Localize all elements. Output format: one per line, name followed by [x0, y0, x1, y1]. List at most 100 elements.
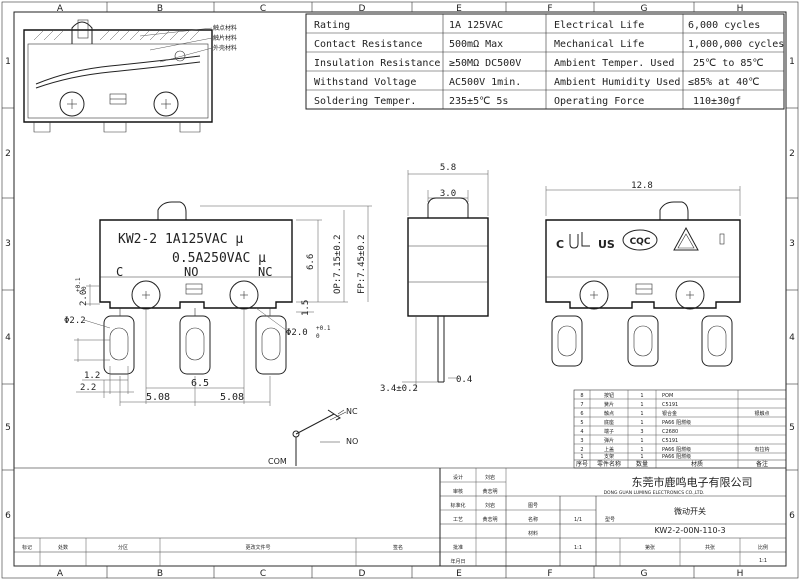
- row-label-3-left: 3: [5, 239, 11, 249]
- right-view: 12.8 C US CQC: [545, 181, 741, 367]
- col-label-f-bottom: F: [547, 569, 552, 579]
- col-label-c-top: C: [260, 4, 266, 14]
- bom-r2-c0: 6: [580, 411, 583, 417]
- grid-row-labels: 1 2 3 4 5 6 1 2 3 4 5 6: [2, 57, 798, 521]
- bom-r4-c2: 3: [640, 429, 643, 435]
- col-label-g-top: G: [641, 4, 648, 14]
- cqc-logo-icon: [622, 229, 658, 251]
- bom-r2-c2: 1: [640, 411, 643, 417]
- bom-r5-c3: C5191: [662, 438, 678, 444]
- part-number: KW2-2-00N-110-3: [654, 526, 725, 535]
- tb-role-1: 刘岩: [485, 474, 495, 481]
- company-name-en: DONG GUAN LUMING ELECTRONICS CO.,LTD.: [604, 490, 705, 496]
- col-label-d-top: D: [359, 4, 366, 14]
- right-dim-12-8: 12.8: [631, 181, 653, 191]
- spec-r1-c2: Mechanical Life: [554, 39, 644, 50]
- spec-r0-c2: Electrical Life: [554, 20, 644, 31]
- spec-r2-c2: Ambient Temper. Used: [554, 58, 674, 69]
- spec-r4-c2: Operating Force: [554, 96, 644, 107]
- side-dim-3-0: 3.0: [440, 189, 456, 199]
- triangle-mark-icon: [673, 226, 699, 251]
- cutaway-label-3: 外壳材料: [213, 44, 237, 52]
- front-marking-line2: 0.5A250VAC μ: [172, 251, 266, 266]
- bom-r0-c2: 1: [640, 393, 643, 399]
- row-label-6-right: 6: [789, 511, 795, 521]
- side-dim-5-8: 5.8: [440, 163, 456, 173]
- tb-left-row-1: 设计: [453, 474, 463, 481]
- schematic-no: NO: [346, 437, 358, 446]
- dim-fp: FP:7.45±0.2: [357, 234, 367, 294]
- col-label-b-top: B: [157, 4, 163, 14]
- spec-r3-c3: ≤85% at 40℃: [688, 77, 759, 88]
- dim-hole-left: Φ2.2: [64, 316, 86, 326]
- col-label-f-top: F: [547, 4, 552, 14]
- col-label-h-top: H: [737, 4, 744, 14]
- bom-table: 8 按钮 1 POM 7 簧片 1 C5191 6 触点 1 银合金 银触点 5…: [573, 389, 787, 469]
- tb-mid-label-4: 材料: [528, 530, 538, 537]
- spec-r4-c0: Soldering Temper.: [314, 96, 416, 107]
- tb-bottom-3: 分区: [118, 544, 128, 551]
- bom-r3-c1: 底座: [604, 419, 614, 426]
- title-block: 东莞市鹿鸣电子有限公司 DONG GUAN LUMING ELECTRONICS…: [13, 467, 787, 567]
- spec-table: Rating 1A 125VAC Electrical Life 6,000 c…: [305, 13, 785, 110]
- row-label-3-right: 3: [789, 239, 795, 249]
- col-label-c-bottom: C: [260, 569, 266, 579]
- col-label-e-top: E: [456, 4, 462, 14]
- spec-r4-c3: 110±30gf: [693, 96, 741, 107]
- grid-column-labels: A B C D E F G H A B C D E F G H: [57, 2, 743, 579]
- tb-sheet-1: 第张: [645, 544, 655, 551]
- bom-r5-c0: 3: [580, 438, 583, 444]
- schematic-com: COM: [268, 457, 287, 466]
- spec-r1-c1: 500mΩ Max: [449, 39, 503, 50]
- bom-r5-c2: 1: [640, 438, 643, 444]
- dim-5-08-a: 5.08: [146, 392, 170, 403]
- ul-logo-icon: [569, 232, 590, 249]
- dim-op: OP:7.15±0.2: [333, 234, 343, 294]
- bom-r4-c0: 4: [580, 429, 583, 435]
- bom-r5-c1: 弹片: [604, 437, 614, 444]
- front-marking-line1: KW2-2 1A125VAC μ: [118, 232, 243, 247]
- bom-r2-c1: 触点: [604, 410, 614, 417]
- bom-r0-c3: POM: [662, 393, 673, 399]
- bom-r3-c0: 5: [580, 420, 583, 426]
- tb-mid-value-2: 1:1: [574, 545, 582, 551]
- bom-header-remark: 备注: [756, 460, 768, 468]
- tb-sheet-2: 共张: [705, 544, 715, 551]
- tb-mid-label-1: 图号: [528, 503, 538, 509]
- spec-r3-c2: Ambient Humidity Used: [554, 77, 680, 88]
- side-dim-thickness: 0.4: [456, 375, 472, 385]
- row-label-2-left: 2: [5, 149, 11, 159]
- dim-2-0-tol-zero: 0: [81, 286, 88, 290]
- tb-role-2: 黄志明: [482, 488, 497, 495]
- bom-r7-c2: 1: [640, 454, 643, 460]
- side-dim-pin: 3.4±0.2: [380, 384, 418, 394]
- tb-role-3: 刘岩: [485, 502, 495, 509]
- cert-c-mark: C: [556, 238, 564, 251]
- col-label-b-bottom: B: [157, 569, 163, 579]
- row-label-5-left: 5: [5, 423, 11, 433]
- spec-r4-c1: 235±5℃ 5s: [449, 96, 508, 107]
- tb-bottom-6: 年月日: [450, 558, 465, 565]
- bom-r6-c0: 2: [580, 447, 583, 453]
- bom-header-name: 零件名称: [597, 460, 621, 468]
- bom-r6-c4: 有拉钩: [754, 446, 769, 453]
- cert-cqc-mark: CQC: [630, 237, 651, 247]
- bom-r3-c2: 1: [640, 420, 643, 426]
- tb-mid-label-3: 型号: [605, 516, 615, 523]
- tb-bottom-2: 处数: [58, 544, 68, 551]
- tb-sheet-3: 比例: [758, 544, 768, 551]
- bom-r4-c3: C2680: [662, 429, 678, 435]
- bom-r0-c0: 8: [580, 393, 583, 399]
- cutaway-label-1: 触点材料: [213, 24, 237, 32]
- front-terminal-c: C: [116, 265, 123, 279]
- dim-1-2: 1.2: [84, 371, 100, 381]
- tb-bottom-5: 签名: [393, 544, 403, 551]
- tb-bottom-4: 更改文件号: [245, 544, 270, 551]
- cert-us-mark: US: [598, 238, 615, 251]
- tb-mid-value-1: 1/1: [574, 517, 582, 523]
- spec-r1-c3: 1,000,000 cycles: [688, 39, 784, 50]
- spec-r2-c0: Insulation Resistance: [314, 58, 440, 69]
- bom-r4-c1: 端子: [604, 428, 614, 435]
- bom-header-material: 材质: [691, 460, 703, 468]
